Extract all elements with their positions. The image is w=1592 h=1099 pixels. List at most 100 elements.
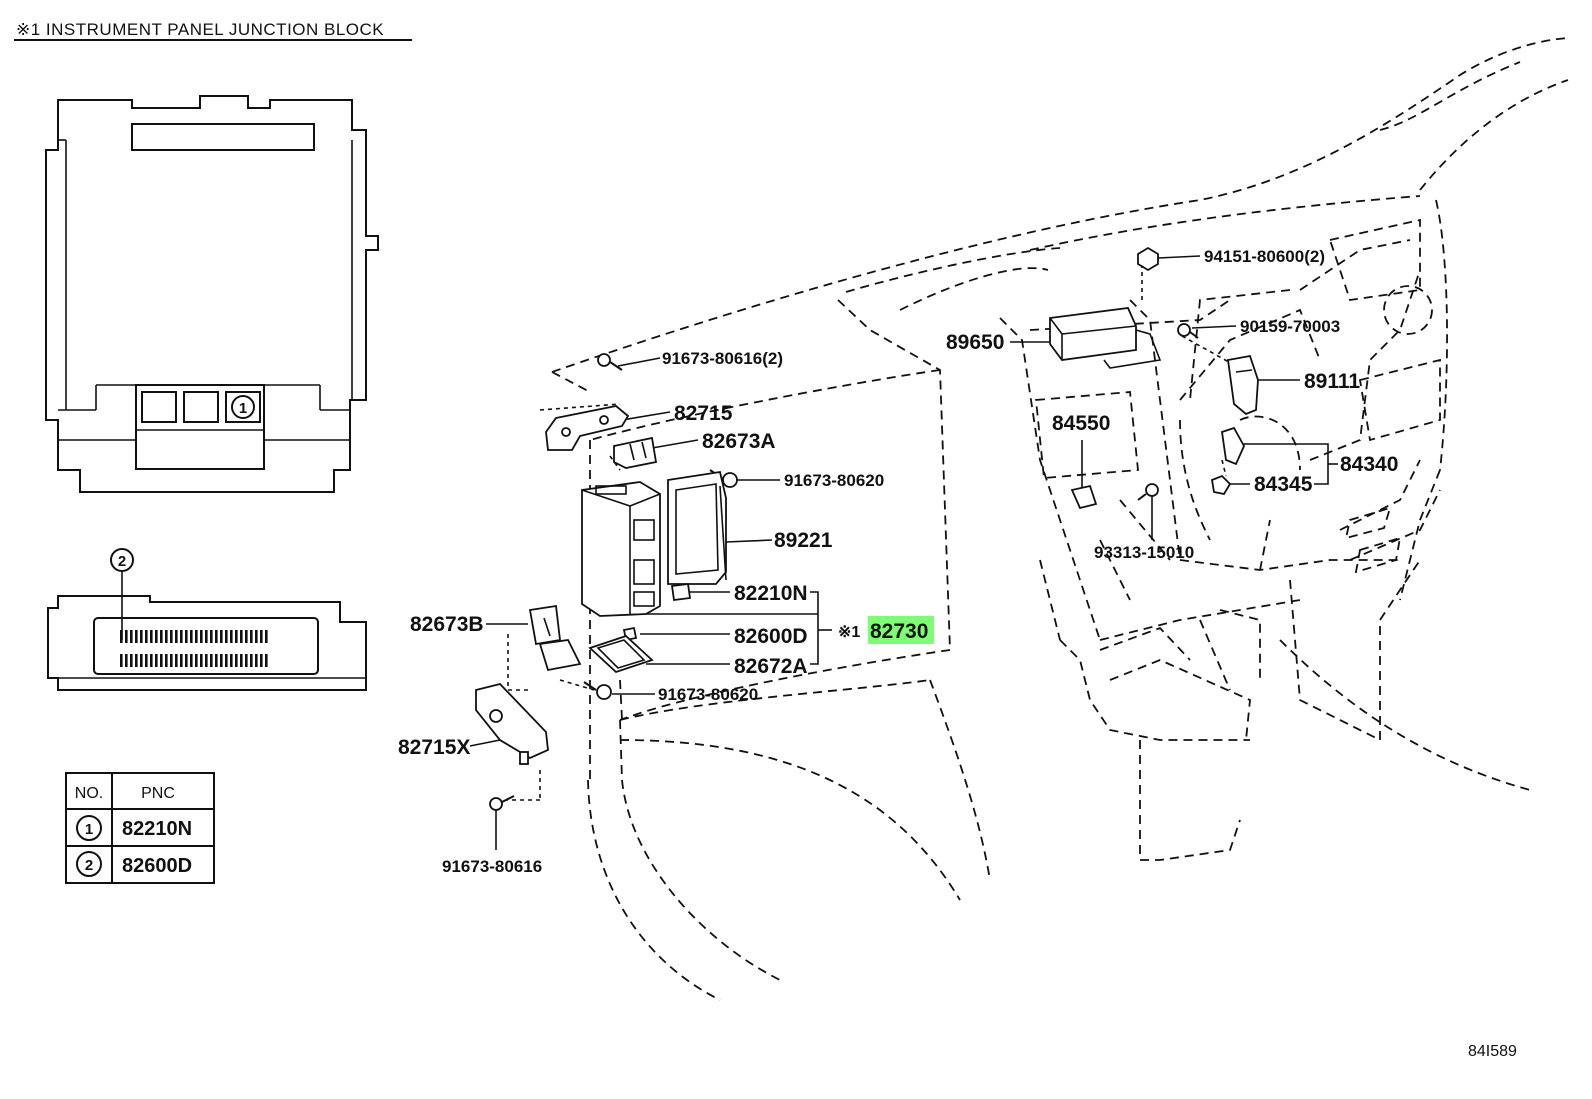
connector-pin <box>205 654 208 667</box>
callout-82673B[interactable]: 82673B <box>410 613 484 636</box>
connector-slot-top <box>131 123 315 151</box>
callout-82210N[interactable]: 82210N <box>734 582 808 605</box>
instrument-panel-outline <box>551 37 1569 1001</box>
connector-pin <box>235 630 238 643</box>
connector-pin <box>200 630 203 643</box>
connector-pin <box>190 630 193 643</box>
connector-socket <box>183 391 219 423</box>
junction-block-front-view: 1 <box>45 95 379 493</box>
svg-text:2: 2 <box>118 553 126 570</box>
callout-91673-80616[interactable]: 91673-80616 <box>442 857 542 876</box>
connector-pin <box>155 630 158 643</box>
connector-pin <box>265 654 268 667</box>
part-bracket-82673B <box>528 604 582 672</box>
table-header-pnc: PNC <box>141 785 175 802</box>
part-bracket-82715X <box>475 683 549 765</box>
connector-pin <box>135 630 138 643</box>
callout-84550[interactable]: 84550 <box>1052 412 1110 435</box>
callout-82673A[interactable]: 82673A <box>702 430 776 453</box>
table-row-2-pnc: 82600D <box>122 855 192 877</box>
callout-90159-70003[interactable]: 90159-70003 <box>1240 317 1340 336</box>
connector-pin <box>215 630 218 643</box>
connector-pin <box>150 630 153 643</box>
callout-89221[interactable]: 89221 <box>774 529 833 552</box>
connector-pin <box>175 630 178 643</box>
connector-pin <box>125 630 128 643</box>
callout-91673-80620-lower[interactable]: 91673-80620 <box>658 685 758 704</box>
connector-pin <box>195 630 198 643</box>
connector-pin <box>185 654 188 667</box>
connector-pin <box>180 654 183 667</box>
part-screw-91673-80620-lower <box>583 681 612 700</box>
pnc-table: NO. PNC 1 82210N 2 82600D <box>65 772 215 884</box>
junction-block-side-view: 2 <box>47 548 367 691</box>
connector-pin <box>245 630 248 643</box>
callout-82600D[interactable]: 82600D <box>734 625 808 648</box>
connector-socket <box>141 391 177 423</box>
connector-pin <box>265 630 268 643</box>
hazard-switch-outline <box>1383 285 1433 335</box>
part-junction-block-82730 <box>581 481 661 617</box>
connector-pin <box>135 654 138 667</box>
connector-pin <box>195 654 198 667</box>
part-nut-94151-80600-2 <box>1137 246 1159 272</box>
connector-pin <box>260 654 263 667</box>
callout-89111[interactable]: 89111 <box>1304 370 1360 393</box>
table-row-2-no: 2 <box>85 857 93 874</box>
callout-93313-15010[interactable]: 93313-15010 <box>1094 543 1194 562</box>
part-sensor-89650 <box>1049 307 1162 369</box>
connector-pin <box>190 654 193 667</box>
connector-pin <box>250 630 253 643</box>
connector-pin <box>145 654 148 667</box>
connector-pin <box>220 654 223 667</box>
connector-pin <box>170 630 173 643</box>
table-header-no: NO. <box>75 785 103 802</box>
connector-pin <box>230 654 233 667</box>
callout-94151-80600-2[interactable]: 94151-80600(2) <box>1204 247 1325 266</box>
assy-mark: ※1 <box>838 624 860 641</box>
part-bracket-82715 <box>545 405 630 451</box>
connector-face <box>93 617 319 675</box>
callout-82730[interactable]: 82730 <box>870 620 928 643</box>
connector-pin <box>210 630 213 643</box>
connector-pin <box>140 654 143 667</box>
section-title: ※1 INSTRUMENT PANEL JUNCTION BLOCK <box>16 20 384 39</box>
callout-91673-80616-2[interactable]: 91673-80616(2) <box>662 349 783 368</box>
part-bolt-91673-80616-2 <box>597 353 623 371</box>
part-cover-82672A <box>588 634 654 674</box>
part-screw-91673-80620-upper <box>709 469 738 488</box>
connector-pin <box>200 654 203 667</box>
part-screw-93313-15010 <box>1137 483 1159 501</box>
connector-pin <box>220 630 223 643</box>
connector-pin <box>130 654 133 667</box>
callout-82715X[interactable]: 82715X <box>398 736 470 759</box>
connector-pin <box>210 654 213 667</box>
connector-pin <box>215 654 218 667</box>
connector-pin <box>230 630 233 643</box>
connector-pin <box>170 654 173 667</box>
part-screw-90159-70003 <box>1177 323 1199 339</box>
connector-pin <box>180 630 183 643</box>
connector-pin <box>235 654 238 667</box>
connector-panel <box>135 384 265 470</box>
illustration-reference: 84I589 <box>1468 1043 1517 1060</box>
callout-84340[interactable]: 84340 <box>1340 453 1398 476</box>
connector-pin <box>185 630 188 643</box>
part-switch-89111 <box>1226 354 1259 416</box>
connector-pin <box>255 654 258 667</box>
svg-text:1: 1 <box>239 400 247 417</box>
part-nut-84345 <box>1210 474 1232 496</box>
highlight-82730 <box>868 616 934 644</box>
detail-marker-1 <box>231 395 255 419</box>
callout-84345[interactable]: 84345 <box>1254 473 1313 496</box>
callout-91673-80620-upper[interactable]: 91673-80620 <box>784 471 884 490</box>
callout-89650[interactable]: 89650 <box>946 331 1004 354</box>
callout-82672A[interactable]: 82672A <box>734 655 808 678</box>
connector-pin <box>165 654 168 667</box>
connector-pin-rows <box>120 630 268 667</box>
callout-82715[interactable]: 82715 <box>674 402 733 425</box>
connector-pin <box>150 654 153 667</box>
connector-pin <box>145 630 148 643</box>
